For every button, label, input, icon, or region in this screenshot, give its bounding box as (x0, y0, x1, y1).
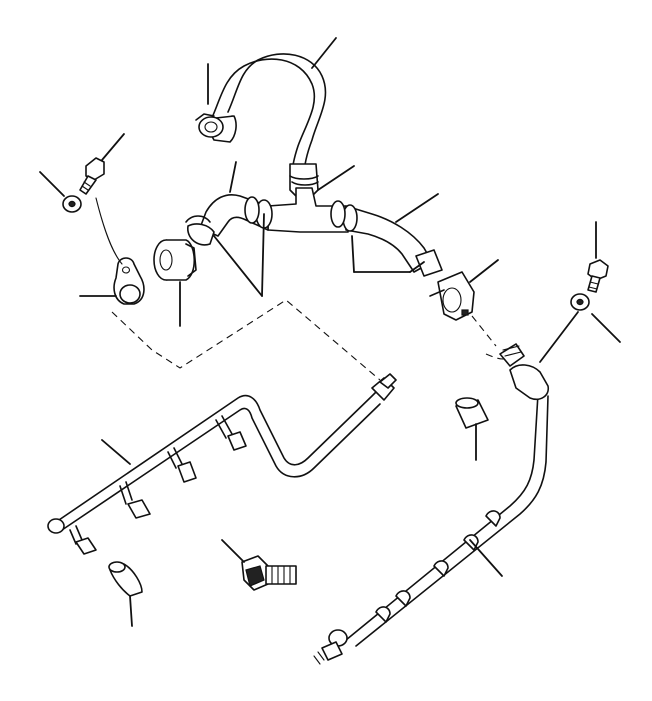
leader-clip-b (213, 235, 263, 297)
leader-sleeve (129, 595, 133, 627)
leader-lines (39, 37, 621, 627)
leader-fuel-rail-right (469, 539, 503, 577)
hose-clip (195, 113, 224, 138)
bolt-left (79, 157, 105, 195)
leader-regulator-right (469, 259, 499, 283)
leader-elbow (539, 311, 579, 363)
leader-upper-hose (311, 37, 337, 69)
bracket (95, 197, 145, 305)
leader-clip-a (261, 213, 265, 297)
right-hose (330, 200, 443, 277)
leader-adapter-union (221, 539, 245, 563)
bolt-right (587, 259, 609, 293)
leader-left-hose (229, 161, 237, 193)
washer-right (570, 293, 590, 311)
leader-washer-left (39, 171, 65, 197)
fuel-rail-right (313, 343, 550, 665)
spacer-sleeve (455, 397, 489, 429)
upper-hose (207, 53, 327, 177)
sleeve (108, 561, 143, 597)
pressure-regulator-left (153, 239, 197, 281)
adapter-union (241, 555, 297, 591)
tee-connector (267, 163, 349, 233)
leader-washer-right (591, 313, 621, 343)
leader-clip-e (409, 261, 425, 273)
leader-tee (317, 165, 355, 191)
leader-fuel-rail-left (101, 439, 131, 465)
fuel-rail-left (47, 373, 397, 555)
leader-bolt-left (101, 133, 125, 161)
leader-clip-c (351, 235, 355, 273)
pressure-regulator-right (429, 271, 475, 321)
washer-left (62, 195, 82, 213)
left-hose (185, 194, 273, 246)
leader-right-hose (395, 193, 439, 223)
